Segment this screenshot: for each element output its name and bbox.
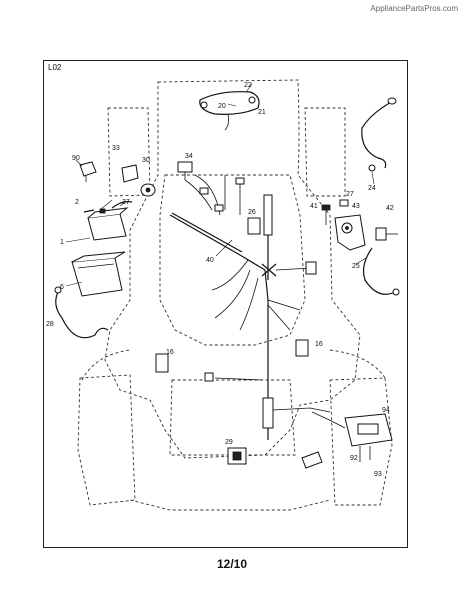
switch-16-left xyxy=(155,353,169,373)
callout-33: 33 xyxy=(112,145,120,152)
headlight-harness xyxy=(199,91,260,131)
center-harness xyxy=(261,194,317,280)
source-watermark: AppliancePartsPros.com xyxy=(370,4,458,13)
callout-20: 20 xyxy=(218,103,226,110)
callout-25: 25 xyxy=(352,263,360,270)
callout-28: 28 xyxy=(46,321,54,328)
callout-27: 27 xyxy=(346,191,354,198)
wire-28 xyxy=(54,286,109,339)
callout-29: 29 xyxy=(225,439,233,446)
callout-42: 42 xyxy=(386,205,394,212)
part-41 xyxy=(321,204,331,225)
part-42 xyxy=(375,227,398,241)
callout-34: 34 xyxy=(185,153,193,160)
diagram-frame xyxy=(43,60,408,548)
callout-37: 37 xyxy=(122,199,130,206)
wire-24 xyxy=(361,97,397,172)
callout-16-right: 16 xyxy=(315,341,323,348)
part-26 xyxy=(247,217,261,235)
switch-29 xyxy=(227,447,247,465)
switch-16-right xyxy=(295,339,309,357)
callout-30: 30 xyxy=(142,157,150,164)
callout-43: 43 xyxy=(352,203,360,210)
tractor-outline xyxy=(77,79,393,511)
battery-box xyxy=(71,251,126,297)
part-30 xyxy=(140,183,156,197)
callout-2: 2 xyxy=(75,199,79,206)
page-number: 12/10 xyxy=(216,557,248,571)
battery xyxy=(83,201,133,241)
wire-25 xyxy=(362,247,400,296)
main-harness xyxy=(169,174,301,331)
part-34 xyxy=(177,161,193,180)
callout-90: 90 xyxy=(72,155,80,162)
callout-92: 92 xyxy=(350,455,358,462)
diagram-code: L02 xyxy=(48,63,62,72)
ignition-assembly xyxy=(334,199,366,251)
callout-6: 6 xyxy=(60,284,64,291)
switch-90 xyxy=(79,161,97,182)
lower-connector xyxy=(301,451,323,469)
part-33 xyxy=(121,164,139,183)
callout-26: 26 xyxy=(248,209,256,216)
callout-41: 41 xyxy=(310,203,318,210)
callout-22: 22 xyxy=(244,82,252,89)
callout-24: 24 xyxy=(368,185,376,192)
callout-1: 1 xyxy=(60,239,64,246)
callout-94: 94 xyxy=(382,407,390,414)
callout-labels: 22 20 21 33 30 34 90 37 2 1 6 28 40 26 2… xyxy=(46,82,394,478)
module-94 xyxy=(311,411,393,462)
callout-16-left: 16 xyxy=(166,349,174,356)
callout-93: 93 xyxy=(374,471,382,478)
callout-leaders xyxy=(65,83,375,287)
rear-harness xyxy=(204,300,331,440)
callout-40: 40 xyxy=(206,257,214,264)
callout-21: 21 xyxy=(258,109,266,116)
